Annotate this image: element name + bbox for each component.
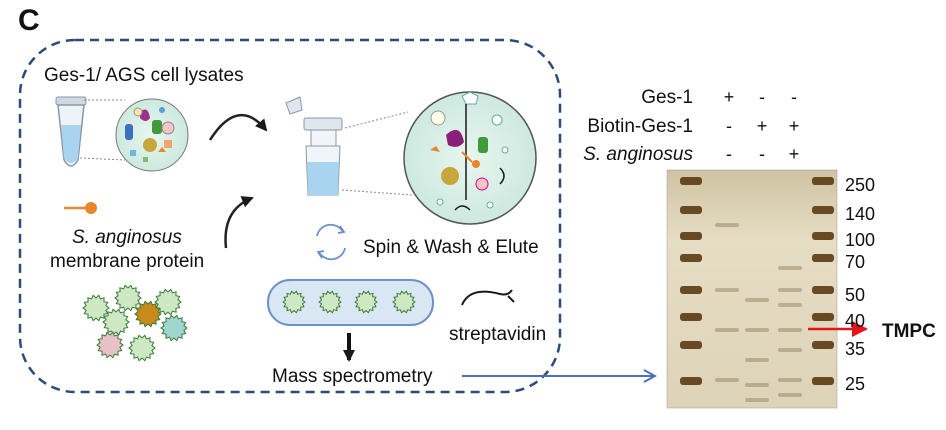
bead-icon [134,300,162,328]
gel-band [745,398,769,402]
gel-band [680,206,702,214]
gel-band [715,223,739,227]
gel-band [778,348,802,352]
lysate-tube-icon [55,96,87,167]
gel-band [778,328,802,332]
streptavidin-icon [461,289,515,306]
condition-label-ges1: Ges-1 [641,87,693,108]
lysate-zoom-icon [115,98,189,172]
gel-band [812,377,834,385]
condition-value: + [788,144,800,164]
bead-icon [282,290,306,314]
spin-column-icon [285,96,343,196]
condition-value: - [726,116,732,136]
condition-value: - [791,87,797,107]
gel-band [680,254,702,262]
gel-band [680,232,702,240]
flow-arrow-middle [224,196,254,249]
gel-band [680,313,702,321]
membrane-protein-label-2: membrane protein [50,251,205,272]
lysate-label: Ges-1/ AGS cell lysates [44,65,244,86]
streptavidin-label: streptavidin [449,324,547,345]
gel-band [812,313,834,321]
gel-band [778,266,802,270]
condition-label-biotin-ges1: Biotin-Ges-1 [587,116,693,137]
gel-band [745,298,769,302]
condition-value: - [759,87,765,107]
bead-icon [354,290,378,314]
flow-arrow-top [208,114,268,141]
condition-value: - [759,144,765,164]
tmpc-label: TMPC [882,321,936,342]
gel-band [812,232,834,240]
spin-wash-elute-label: Spin & Wash & Elute [363,237,539,258]
mw-marker: 50 [845,285,866,305]
panel-label: C [18,4,40,37]
bead-group [282,290,416,314]
gel-band [680,341,702,349]
bead-icon [392,290,416,314]
bead-chamber [267,279,434,326]
mw-marker: 250 [845,175,876,195]
condition-value: + [723,87,735,107]
gel-band [812,206,834,214]
bead-icon [82,294,110,322]
gel-band [778,288,802,292]
bead-icon [160,314,188,342]
gel-bands [680,177,834,402]
bead-icon [154,288,182,316]
gel-band [778,378,802,382]
mw-marker: 70 [845,252,866,272]
gel-band [745,358,769,362]
gel-band [812,254,834,262]
condition-value: + [788,116,800,136]
gel-band [715,378,739,382]
gel-band [812,286,834,294]
mass-spectrometry-label: Mass spectrometry [272,366,433,387]
condition-label-s-anginosus: S. anginosus [583,144,693,165]
cycle-icon [316,223,346,261]
mw-marker: 100 [845,230,876,250]
gel-band [680,177,702,185]
gel-band [778,303,802,307]
gel-band [745,383,769,387]
membrane-protein-label-1: S. anginosus [72,227,182,248]
gel-band [812,341,834,349]
column-zoom-icon [403,91,537,225]
gel-band [778,393,802,397]
gel-band [812,177,834,185]
bead-icon [96,331,124,359]
membrane-protein-icon [64,202,97,214]
bead-cluster-icon [82,284,188,362]
mw-marker: 140 [845,204,876,224]
condition-value: - [726,144,732,164]
workflow-box [18,38,562,394]
bead-icon [128,334,156,362]
condition-value: + [756,116,768,136]
gel-band [745,328,769,332]
mw-marker: 40 [845,311,866,331]
mw-marker: 35 [845,339,866,359]
gel-band [715,328,739,332]
bead-icon [102,308,130,336]
bead-icon [318,290,342,314]
gel-band [715,288,739,292]
bead-icon [114,284,142,312]
gel-band [680,286,702,294]
mw-marker: 25 [845,374,866,394]
gel-band [680,377,702,385]
